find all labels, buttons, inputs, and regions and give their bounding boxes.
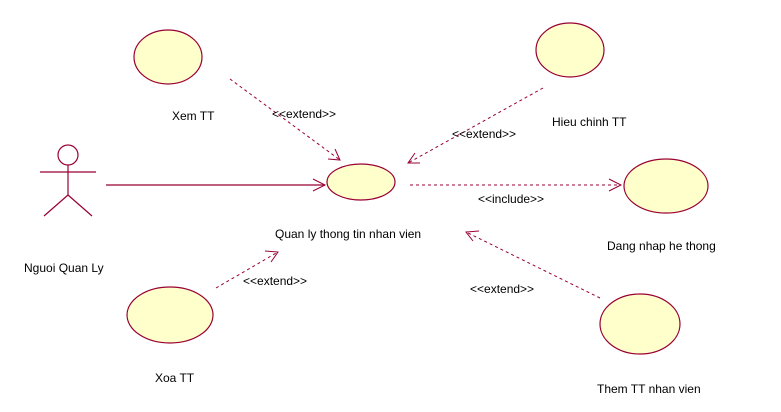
use-case-login[interactable] <box>623 158 709 214</box>
use-case-main[interactable] <box>326 163 396 201</box>
use-case-delete-label: Xoa TT <box>155 371 195 385</box>
login-include-arrowhead <box>608 178 623 192</box>
use-case-add[interactable] <box>599 293 681 355</box>
use-case-edit[interactable] <box>535 22 605 78</box>
delete-extend-arrowhead <box>264 250 279 263</box>
add-extend-line <box>465 231 601 299</box>
actor-label: Nguoi Quan Ly <box>24 261 104 275</box>
use-case-view-label: Xem TT <box>172 109 215 123</box>
use-case-view[interactable] <box>133 29 203 85</box>
edit-extend-arrowhead <box>407 152 420 164</box>
add-extend-label: <<extend>> <box>470 282 534 296</box>
login-include-label: <<include>> <box>478 192 544 206</box>
delete-extend-label: <<extend>> <box>243 274 307 288</box>
add-extend-arrowhead <box>465 230 480 242</box>
edit-extend-label: <<extend>> <box>452 127 516 141</box>
edit-extend-line <box>407 87 544 164</box>
use-case-add-label: Them TT nhan vien <box>597 382 701 396</box>
use-case-main-label: Quan ly thong tin nhan vien <box>275 227 421 241</box>
view-extend-label: <<extend>> <box>272 107 336 121</box>
view-extend-arrowhead <box>327 148 341 161</box>
use-case-edit-label: Hieu chinh TT <box>552 115 627 129</box>
use-case-delete[interactable] <box>126 286 214 344</box>
actor-icon <box>40 144 96 217</box>
view-extend-line <box>229 78 341 161</box>
use-case-login-label: Dang nhap he thong <box>607 239 716 253</box>
association-arrowhead <box>312 178 327 192</box>
